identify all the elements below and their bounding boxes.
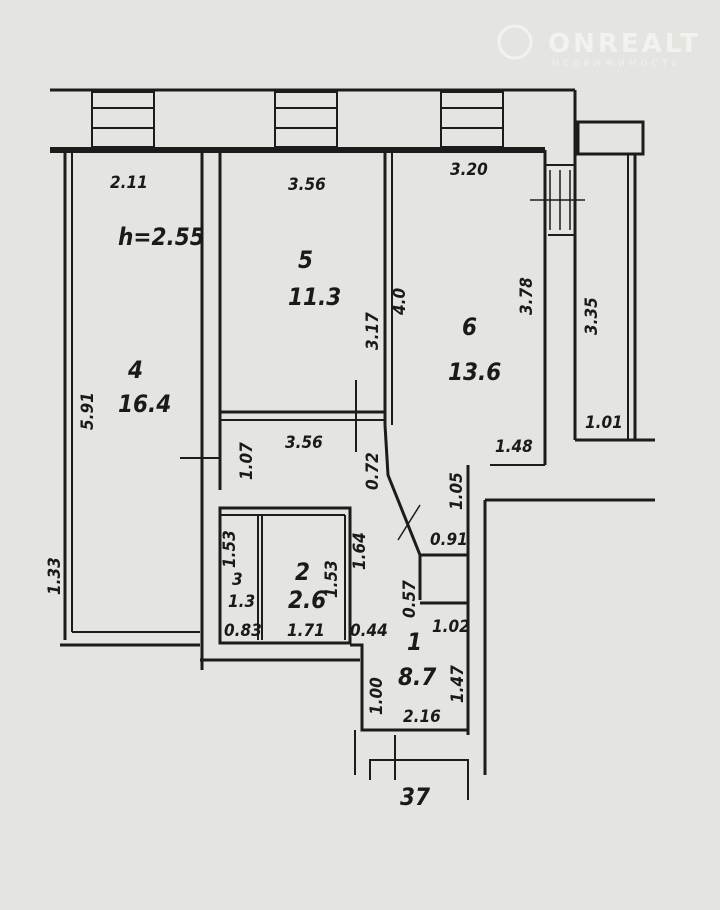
dim-label: 1.33: [45, 557, 65, 595]
dim-label: 1.48: [495, 437, 533, 457]
walls: [50, 88, 655, 800]
room-number: 1: [407, 628, 422, 656]
dim-label: 3.20: [450, 160, 488, 180]
labels: 2.11 3.56 3.20 h=2.55 4 16.4 5 11.3 6 13…: [45, 160, 623, 811]
room-area: 11.3: [288, 283, 341, 311]
dim-label: 1.64: [350, 532, 370, 570]
dim-label: 1.05: [447, 472, 467, 510]
svg-text:НЕДВИЖИМОСТЬ: НЕДВИЖИМОСТЬ: [552, 59, 682, 69]
dim-label: 0.91: [430, 530, 468, 550]
room-area: 2.6: [288, 586, 326, 614]
dim-label: 1.01: [585, 413, 623, 433]
dim-label: 0.72: [363, 452, 383, 490]
ceiling-height: h=2.55: [118, 223, 205, 251]
dim-label: 5.91: [78, 392, 98, 430]
dim-label: 3.56: [285, 433, 323, 453]
dim-label: 1.53: [322, 560, 342, 598]
dim-label: 3.17: [363, 312, 383, 350]
dim-label: 2.11: [110, 173, 148, 193]
dim-label: 3.78: [517, 277, 537, 315]
dim-label: 2.16: [403, 707, 441, 727]
dim-label: 4.0: [390, 288, 410, 316]
room-number: 6: [462, 313, 477, 341]
window: [91, 91, 504, 148]
dim-label: 3.35: [582, 297, 602, 335]
room-area: 13.6: [448, 358, 501, 386]
stair-label: 37: [400, 783, 430, 811]
dim-label: 3.56: [288, 175, 326, 195]
dim-label: 0.57: [400, 580, 420, 618]
dim-label: 1.07: [237, 442, 257, 480]
room-number: 4: [127, 356, 143, 384]
dim-label: 0.44: [350, 621, 388, 641]
dim-label: 1.00: [367, 677, 387, 715]
room-area: 16.4: [118, 390, 171, 418]
room-number: 5: [298, 246, 313, 274]
room-number: 3: [232, 570, 243, 590]
room-number: 2: [295, 558, 310, 586]
svg-text:ONREALT: ONREALT: [548, 29, 701, 59]
dim-label: 1.53: [220, 530, 240, 568]
room-area: 8.7: [398, 663, 436, 691]
dim-label: 1.71: [287, 621, 325, 641]
room-area: 1.3: [228, 592, 255, 612]
dim-label: 1.02: [432, 617, 470, 637]
dim-label: 0.83: [224, 621, 262, 641]
dim-label: 1.47: [448, 665, 468, 703]
watermark: ONREALT НЕДВИЖИМОСТЬ: [497, 24, 701, 69]
